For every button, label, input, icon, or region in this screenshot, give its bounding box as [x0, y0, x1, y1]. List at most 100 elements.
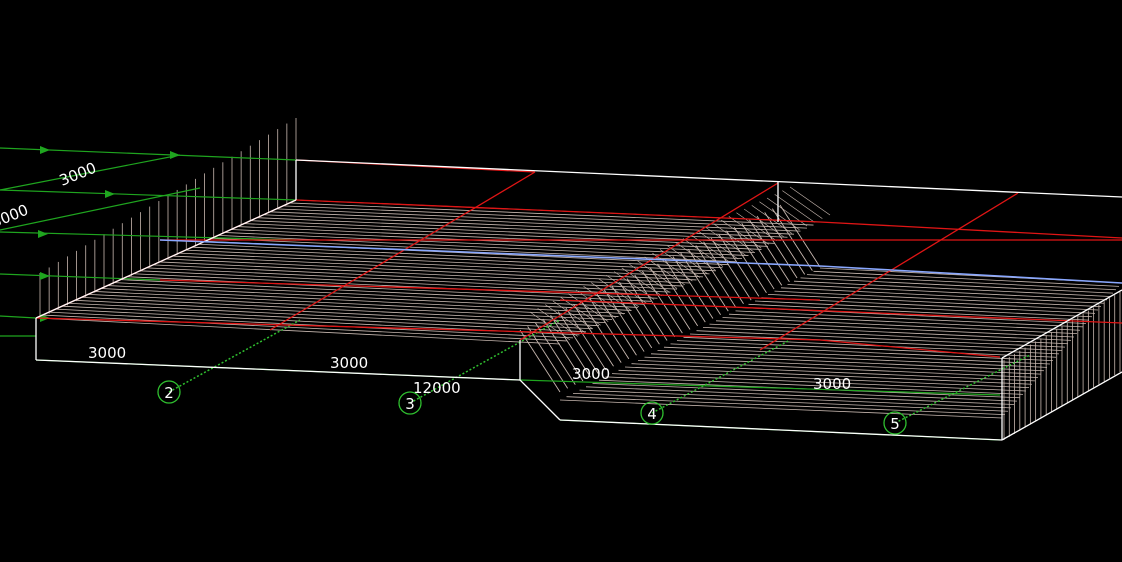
upper-rebar-line: [165, 258, 691, 284]
dimension-left-top-1: 3000: [57, 159, 99, 190]
ramp-rebar-line: [749, 219, 790, 282]
upper-rebar-line: [139, 270, 665, 296]
upper-rebar-line: [74, 299, 600, 327]
ramp-crossbar-line: [789, 186, 831, 216]
lower-rebar-line: [722, 317, 1078, 335]
ramp-rebar-line: [527, 326, 569, 389]
upper-rebar-line: [224, 232, 749, 256]
upper-rebar-line: [113, 282, 639, 308]
upper-rebar-line: [68, 302, 593, 330]
lower-rebar-line: [800, 277, 1114, 294]
dimension-front-a: 3000: [88, 344, 126, 362]
lower-rebar-line: [611, 373, 1027, 392]
ramp-rebar-line: [680, 252, 721, 316]
lower-rebar-line: [767, 294, 1099, 311]
upper-rebar-line: [87, 294, 613, 320]
lower-rebar-line: [748, 303, 1090, 321]
slab-outline: [35, 159, 1122, 441]
ramp-rebar-line: [565, 307, 607, 371]
lower-rebar-line: [696, 330, 1066, 348]
axis-label-4: 4: [647, 405, 657, 423]
dimension-front-b: 3000: [330, 354, 368, 372]
upper-rebar-line: [230, 229, 756, 253]
ramp-rebar-line: [550, 315, 591, 378]
lower-rebar-line: [663, 346, 1051, 365]
axis-bubble-3[interactable]: 3: [398, 391, 422, 415]
grid-arrow-markers: [38, 146, 180, 322]
upper-rebar-line: [159, 261, 684, 287]
axis-label-3: 3: [405, 395, 415, 413]
axis-bubbles: 2 3 4 5: [157, 380, 907, 435]
ramp-rebar-line: [764, 212, 806, 275]
dimension-labels: 3000 3000 3000 3000 12000 3000 3000: [0, 159, 851, 397]
dimension-lower-a: 3000: [572, 365, 610, 383]
ramp-rebar-line: [596, 292, 637, 356]
upper-rebar-line: [42, 314, 567, 342]
ramp-rebar-line: [703, 241, 744, 305]
upper-rebar-line: [256, 217, 782, 241]
ramp-rebar-line: [534, 322, 576, 385]
ramp-rebar-line: [557, 311, 599, 374]
ramp-crossbar-line: [782, 190, 823, 219]
lower-rebar-line: [813, 270, 1120, 287]
axis-bubble-5[interactable]: 5: [883, 411, 907, 435]
lower-rebar-line: [566, 396, 1006, 416]
lower-rebar-line: [793, 280, 1111, 297]
upper-rebar-line: [289, 202, 814, 226]
upper-rebar-line: [81, 296, 606, 324]
upper-rebar-line: [269, 211, 795, 235]
lower-rebar-line: [644, 356, 1042, 375]
ramp-rebar-line: [733, 226, 775, 290]
ramp-rebar-line: [779, 204, 821, 268]
lower-rebar-line: [702, 327, 1069, 345]
ramp-rebar-line: [710, 237, 752, 301]
ramp-rebar-line: [580, 300, 622, 363]
lower-rebar-line: [754, 300, 1093, 318]
lower-rebar-line: [650, 353, 1045, 372]
upper-rebar-line: [191, 246, 717, 272]
ramp-rebar-line: [672, 256, 714, 319]
upper-rebar-line: [263, 214, 788, 238]
lower-rebar-line: [683, 336, 1060, 355]
ramp-rebar-line: [634, 274, 676, 338]
lower-rebar-line: [735, 310, 1084, 328]
lower-rebar-line: [676, 340, 1057, 358]
upper-rebar-line: [211, 237, 736, 263]
lower-rebar-line: [709, 323, 1072, 341]
upper-rebar-line: [107, 285, 632, 311]
lower-rebar-line: [787, 284, 1108, 301]
upper-rebar-line: [172, 255, 697, 281]
ramp-rebar-line: [519, 329, 561, 393]
upper-rebar-line: [35, 317, 561, 345]
ramp-rebar-line: [741, 223, 783, 286]
axis-bubble-2[interactable]: 2: [157, 380, 181, 404]
lower-rebar-line: [618, 369, 1030, 389]
ramp-rebar-line: [626, 278, 668, 341]
upper-rebar-line: [126, 276, 652, 302]
lower-rebar-line: [774, 290, 1102, 308]
upper-rebar-line: [198, 243, 723, 269]
ramp-rebar-line: [726, 230, 767, 293]
upper-rebar-line: [185, 249, 710, 275]
upper-rebar-line: [152, 264, 678, 290]
ramp-rebar-line: [641, 270, 683, 334]
ramp-crossbar-line: [774, 194, 815, 223]
lower-rebar-line: [806, 274, 1117, 291]
lower-rebar-line: [624, 366, 1033, 385]
axis-dotted-lines: [168, 319, 1031, 424]
upper-rebar-line: [120, 279, 645, 305]
upper-rebar-line: [276, 208, 801, 232]
ramp-rebar-line: [649, 267, 691, 330]
axis-label-2: 2: [164, 384, 174, 402]
lower-rebar-line: [592, 383, 1018, 402]
red-axis-grid: [35, 159, 1122, 358]
lower-rebar-line: [559, 399, 1003, 419]
axis-bubble-4[interactable]: 4: [640, 401, 664, 425]
lower-rebar-line: [585, 386, 1015, 405]
upper-rebar-line: [61, 305, 587, 333]
upper-rebar-line: [48, 311, 574, 339]
ramp-rebar-line: [687, 248, 729, 312]
upper-rebar-line: [133, 273, 658, 299]
ramp-rebar-line: [542, 318, 584, 382]
